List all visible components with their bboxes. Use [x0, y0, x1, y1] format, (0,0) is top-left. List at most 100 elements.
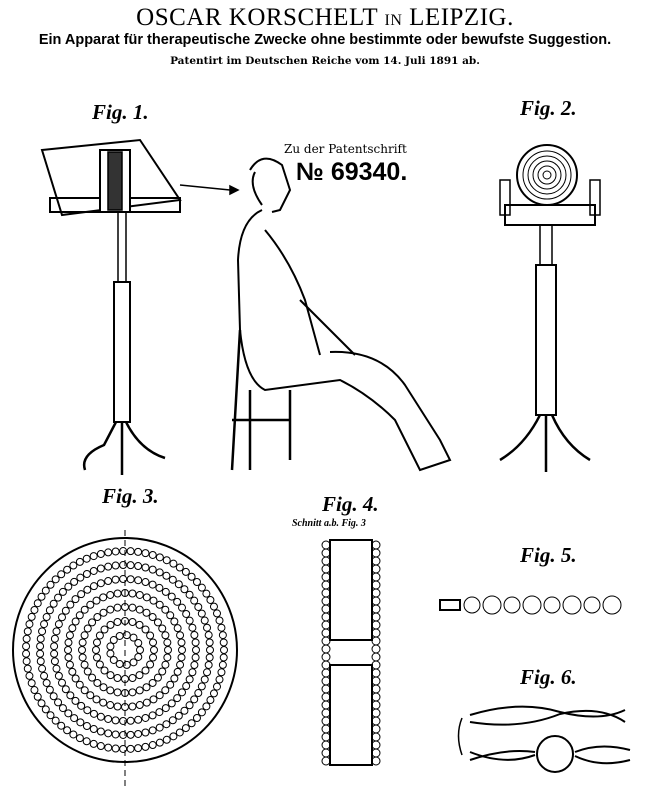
bead [71, 595, 80, 604]
bead [155, 708, 164, 717]
bead [215, 675, 224, 684]
bead [161, 587, 170, 596]
bead [64, 646, 72, 654]
bead [161, 660, 170, 669]
bead [65, 660, 74, 669]
bead [46, 580, 55, 589]
bead [92, 638, 101, 647]
bead [92, 646, 100, 654]
bead [134, 715, 143, 724]
bead [217, 623, 226, 632]
bead [89, 725, 98, 734]
bead [128, 617, 137, 626]
bead [36, 657, 45, 666]
bead [149, 638, 158, 647]
bead [177, 653, 186, 662]
bead [71, 674, 80, 683]
bead [197, 708, 206, 717]
chain-link [583, 596, 601, 614]
bead [121, 603, 129, 611]
bead [119, 716, 128, 725]
bead [161, 631, 170, 640]
bead [190, 630, 199, 639]
bead [41, 586, 50, 595]
bead [371, 612, 381, 622]
bead [135, 590, 144, 599]
bead [155, 723, 164, 732]
bead [119, 575, 128, 584]
bead [86, 600, 95, 609]
fig1-label: Fig. 1. [92, 100, 149, 124]
bead [119, 561, 128, 570]
bead [141, 742, 150, 751]
bead [185, 675, 194, 684]
bead [23, 627, 32, 636]
bead [192, 646, 200, 654]
bead [71, 617, 80, 626]
bead [155, 553, 164, 562]
bead [135, 605, 144, 614]
bead [180, 585, 189, 594]
bead [155, 738, 164, 747]
bead [153, 673, 162, 682]
bead [219, 653, 228, 662]
bead [371, 700, 381, 710]
bead [190, 661, 199, 670]
bead [104, 562, 113, 571]
bead [321, 708, 331, 718]
bead [200, 675, 209, 684]
fig2-label: Fig. 2. [520, 96, 577, 120]
chain-link [463, 596, 481, 614]
bead [321, 716, 331, 726]
bead [371, 636, 381, 646]
bead [33, 692, 42, 701]
bead [150, 646, 158, 654]
bead [371, 580, 381, 590]
bead [177, 603, 186, 612]
bead [119, 744, 128, 753]
bead [321, 700, 331, 710]
bead [76, 573, 85, 582]
bead [321, 756, 331, 766]
bead [163, 653, 172, 662]
bead [78, 646, 86, 654]
bead [178, 646, 186, 654]
bead [61, 685, 70, 694]
bead [321, 676, 331, 686]
bead [142, 698, 151, 707]
bead [371, 748, 381, 758]
bead [50, 642, 59, 651]
bead [321, 740, 331, 750]
chain-link [602, 595, 622, 615]
bead [25, 671, 34, 680]
bead [63, 726, 72, 735]
bead [164, 646, 172, 654]
bead [119, 730, 128, 739]
bead [177, 688, 186, 697]
bead [321, 724, 331, 734]
bead [52, 664, 61, 673]
bead [111, 561, 120, 570]
bead [50, 649, 59, 658]
bead [161, 686, 170, 695]
bead [49, 599, 58, 608]
bead [149, 653, 158, 662]
bead [188, 623, 197, 632]
bead [83, 667, 92, 676]
bead [181, 567, 190, 576]
bead [121, 675, 129, 683]
bead [206, 696, 215, 705]
chain-link [562, 595, 582, 615]
bead [111, 744, 120, 753]
bead [113, 617, 122, 626]
bead [134, 576, 143, 585]
bead [371, 716, 381, 726]
bead [187, 572, 196, 581]
bead [135, 686, 144, 695]
bead [57, 721, 66, 730]
fig2-apparatus [499, 144, 601, 472]
bead [89, 566, 98, 575]
bead [75, 611, 84, 620]
bead [142, 593, 151, 602]
bead [89, 552, 98, 561]
